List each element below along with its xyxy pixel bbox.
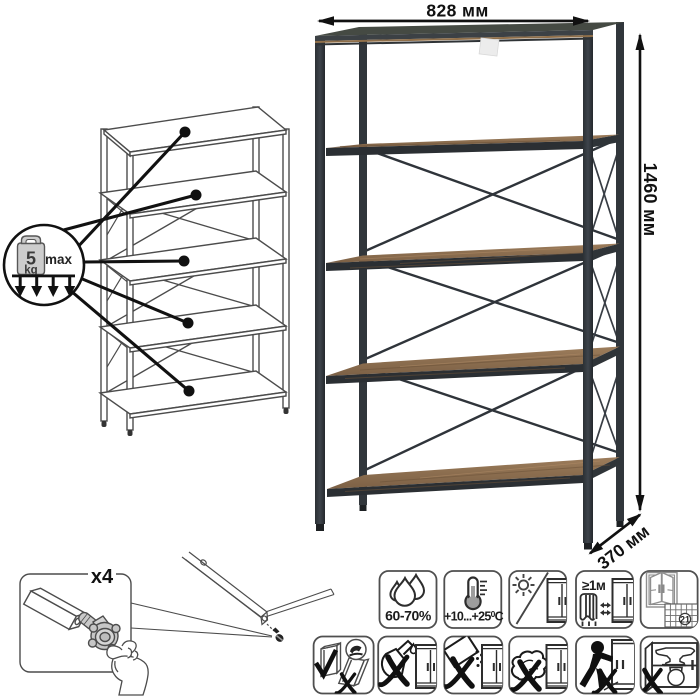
svg-text:828 мм: 828 мм	[426, 1, 488, 21]
svg-text:max: max	[45, 252, 73, 267]
svg-text:1460 мм: 1460 мм	[640, 163, 660, 237]
svg-text:x4: x4	[91, 566, 114, 588]
svg-text:21: 21	[680, 614, 690, 624]
svg-text:60-70%: 60-70%	[385, 608, 432, 624]
svg-text:+10...+250С: +10...+250С	[444, 609, 504, 624]
svg-text:kg: kg	[24, 265, 37, 277]
svg-text:5: 5	[26, 249, 36, 269]
svg-text:≥1м: ≥1м	[582, 578, 606, 593]
